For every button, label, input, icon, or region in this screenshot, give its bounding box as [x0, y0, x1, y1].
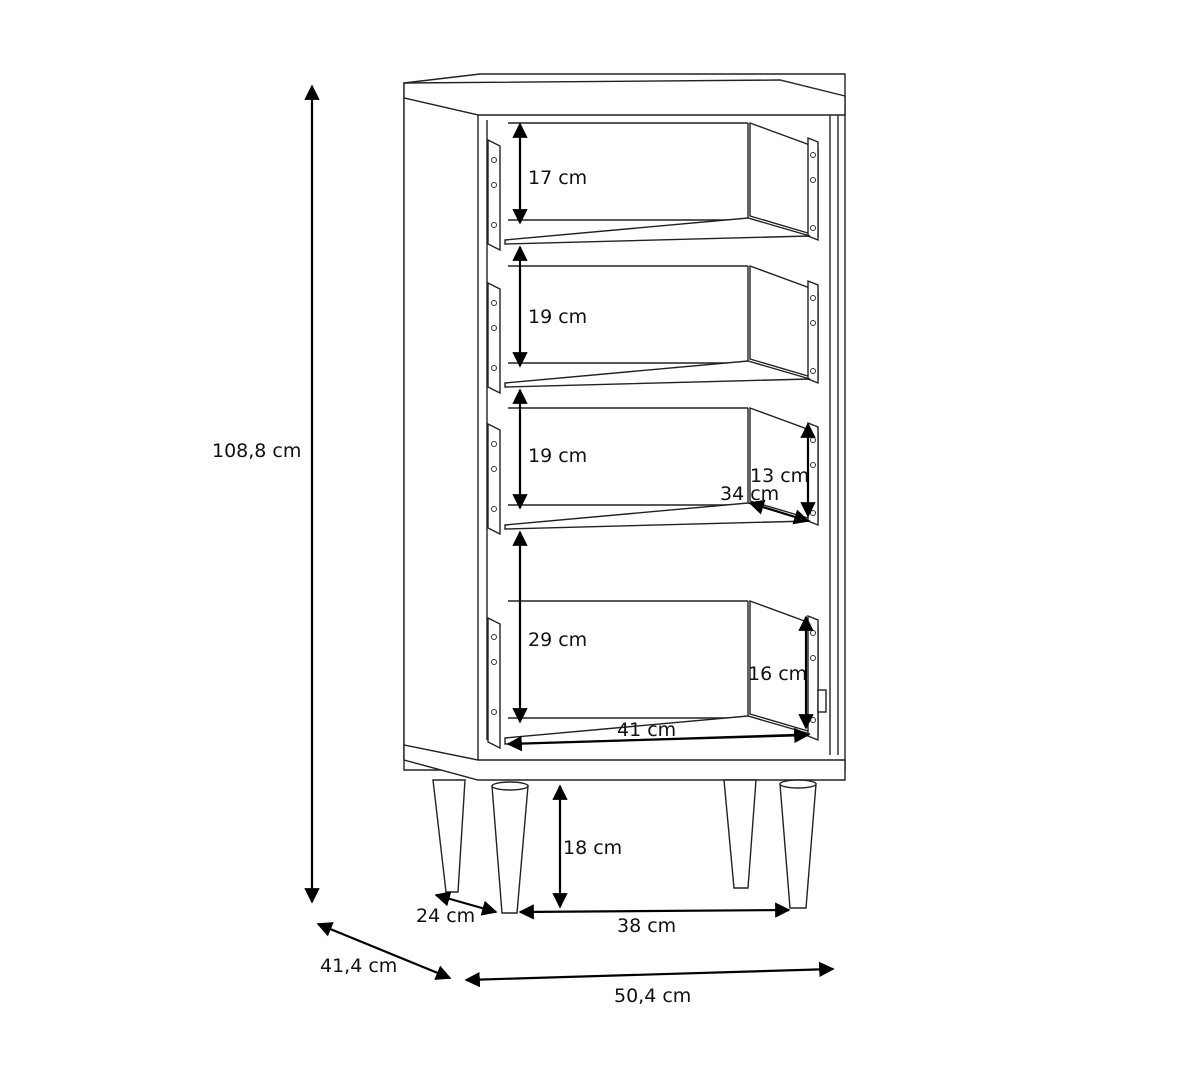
label-leg-width-spacing: 38 cm — [617, 915, 676, 937]
dimension-labels: 108,8 cm 41,4 cm 50,4 cm 24 cm 38 cm 18 … — [212, 167, 809, 1007]
cabinet-top — [403, 79, 846, 116]
dim-depth-line — [316, 922, 452, 980]
label-drawer-2-height: 19 cm — [528, 306, 587, 328]
dim-width-line — [464, 961, 835, 988]
label-depth: 41,4 cm — [320, 955, 397, 977]
leg-back-left — [432, 779, 466, 893]
label-width: 50,4 cm — [614, 985, 691, 1007]
label-total-height: 108,8 cm — [212, 440, 301, 462]
label-open-compartment-height: 29 cm — [528, 629, 587, 651]
leg-front-right — [779, 783, 817, 909]
label-drawer-3-inner-depth: 34 cm — [720, 483, 779, 505]
label-drawer-1-height: 17 cm — [528, 167, 587, 189]
cabinet-base — [403, 744, 846, 781]
label-drawer-3-height: 19 cm — [528, 445, 587, 467]
dim-drawer-3-inner-depth-line — [748, 499, 810, 525]
leg-back-right — [723, 779, 757, 889]
drawer-2 — [487, 264, 819, 395]
label-drawer-4-inner-width: 41 cm — [617, 719, 676, 741]
label-drawer-3-inner-height: 13 cm — [750, 465, 809, 487]
dim-leg-depth-line — [434, 891, 498, 916]
dimension-lines — [304, 84, 835, 988]
label-leg-depth-spacing: 24 cm — [416, 905, 475, 927]
cabinet-left-side — [403, 97, 479, 761]
drawer-1 — [487, 121, 819, 252]
leg-front-left — [491, 785, 529, 914]
dim-drawer-4-inner-width-line — [506, 727, 810, 752]
label-leg-height: 18 cm — [563, 837, 622, 859]
legs — [432, 779, 817, 914]
label-drawer-4-inner-height: 16 cm — [748, 663, 807, 685]
dim-leg-width-line — [518, 902, 791, 920]
